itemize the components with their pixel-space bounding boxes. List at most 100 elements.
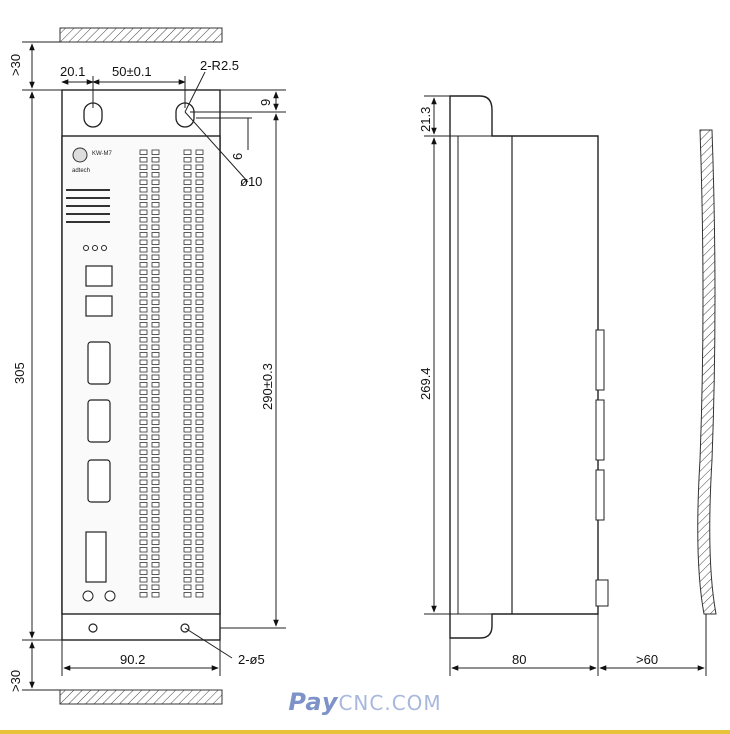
- terminal-pin: [183, 202, 192, 208]
- side-body: [449, 95, 599, 639]
- watermark: PayCNC.COM: [0, 688, 730, 716]
- terminal-pin: [183, 164, 192, 170]
- terminal-pin: [139, 172, 148, 178]
- terminal-pin: [195, 487, 204, 493]
- network-port-2: [85, 295, 113, 317]
- terminal-pin: [151, 584, 160, 590]
- terminal-pin: [183, 382, 192, 388]
- terminal-pin: [139, 419, 148, 425]
- terminal-pin: [151, 502, 160, 508]
- terminal-pin: [195, 434, 204, 440]
- terminal-pin: [151, 449, 160, 455]
- terminal-pin: [151, 217, 160, 223]
- side-power-plug: [595, 579, 609, 607]
- terminal-pin: [139, 502, 148, 508]
- terminal-pin: [139, 547, 148, 553]
- terminal-pin: [139, 337, 148, 343]
- side-connector-2: [595, 399, 605, 461]
- terminal-pin: [139, 329, 148, 335]
- dim-total-height: 305: [12, 362, 27, 384]
- top-slot-left: [83, 102, 103, 128]
- terminal-pin: [183, 329, 192, 335]
- terminal-pin: [183, 524, 192, 530]
- terminal-pin: [195, 277, 204, 283]
- network-port-1: [85, 265, 113, 287]
- terminal-pin: [183, 547, 192, 553]
- terminal-pin: [195, 457, 204, 463]
- terminal-pin: [195, 292, 204, 298]
- terminal-pin: [151, 277, 160, 283]
- terminal-pin: [183, 172, 192, 178]
- terminal-pin: [183, 217, 192, 223]
- terminal-pin: [195, 502, 204, 508]
- terminal-pin: [195, 247, 204, 253]
- terminal-pin: [195, 404, 204, 410]
- terminal-pin: [195, 149, 204, 155]
- terminal-pin: [183, 254, 192, 260]
- dim-depth: 80: [512, 652, 526, 667]
- terminal-pin: [195, 307, 204, 313]
- terminal-pin: [151, 179, 160, 185]
- terminal-pin: [195, 389, 204, 395]
- terminal-pin: [183, 404, 192, 410]
- terminal-pin: [139, 217, 148, 223]
- terminal-pin: [183, 247, 192, 253]
- terminal-pin: [151, 524, 160, 530]
- terminal-pin: [151, 464, 160, 470]
- terminal-pin: [139, 367, 148, 373]
- terminal-pin: [183, 562, 192, 568]
- terminal-pin: [195, 569, 204, 575]
- brand-logo-icon: [72, 147, 88, 163]
- terminal-pin: [151, 149, 160, 155]
- terminal-pin: [195, 314, 204, 320]
- terminal-pin: [195, 532, 204, 538]
- terminal-pin: [195, 427, 204, 433]
- terminal-pin: [139, 517, 148, 523]
- terminal-pin: [151, 427, 160, 433]
- terminal-pin: [139, 427, 148, 433]
- terminal-pin: [139, 322, 148, 328]
- terminal-pin: [139, 292, 148, 298]
- terminal-pin: [139, 232, 148, 238]
- terminal-pin: [183, 412, 192, 418]
- terminal-pin: [195, 352, 204, 358]
- terminal-pin: [139, 157, 148, 163]
- terminal-pin: [195, 472, 204, 478]
- terminal-pin: [183, 442, 192, 448]
- side-view: 21.3 269.4 80 >60: [418, 95, 717, 676]
- terminal-pin: [183, 299, 192, 305]
- terminal-pin: [195, 262, 204, 268]
- dim-top-offset: 21.3: [418, 107, 433, 132]
- side-wall-surface: [697, 129, 717, 615]
- terminal-pin: [151, 562, 160, 568]
- terminal-pin: [195, 187, 204, 193]
- terminal-pin: [151, 202, 160, 208]
- terminal-pin: [139, 554, 148, 560]
- terminal-pin: [139, 314, 148, 320]
- terminal-pin: [195, 479, 204, 485]
- terminal-pin: [151, 554, 160, 560]
- terminal-pin: [195, 239, 204, 245]
- ground-terminal-icon: [82, 590, 94, 602]
- watermark-domain: CNC.COM: [338, 691, 442, 715]
- terminal-pin: [139, 592, 148, 598]
- terminal-pin: [139, 194, 148, 200]
- terminal-pin: [195, 254, 204, 260]
- terminal-pin: [151, 367, 160, 373]
- terminal-pin: [139, 539, 148, 545]
- terminal-blocks: [139, 149, 204, 598]
- terminal-pin: [183, 464, 192, 470]
- terminal-pin: [151, 487, 160, 493]
- terminal-pin: [195, 284, 204, 290]
- terminal-pin: [151, 247, 160, 253]
- terminal-pin: [139, 494, 148, 500]
- terminal-pin: [183, 209, 192, 215]
- terminal-pin: [139, 239, 148, 245]
- terminal-pin: [183, 352, 192, 358]
- bottom-hole-leader: [184, 627, 233, 659]
- top-mount-surface: [59, 27, 223, 43]
- terminal-pin: [183, 284, 192, 290]
- slot-leader-line: [184, 71, 206, 113]
- terminal-pin: [183, 577, 192, 583]
- terminal-pin: [139, 299, 148, 305]
